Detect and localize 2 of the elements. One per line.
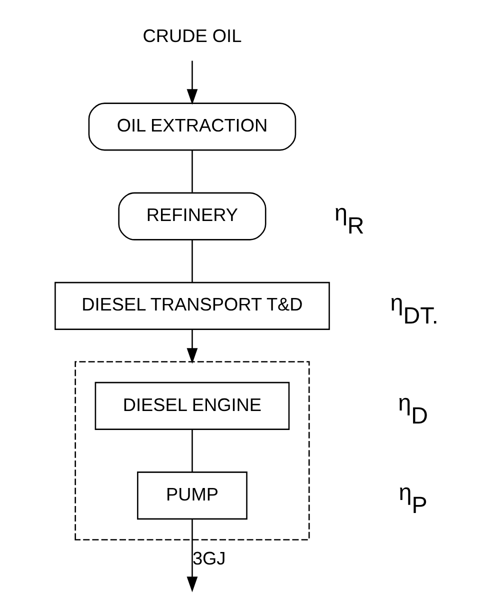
node-text: CRUDE OIL (142, 26, 242, 46)
edge-label: 3GJ (192, 548, 226, 569)
